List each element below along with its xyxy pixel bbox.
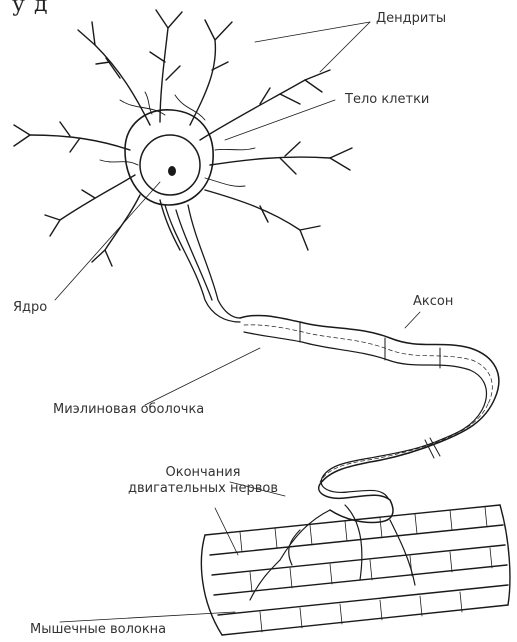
label-myelin-sheath: Миэлиновая оболочка <box>53 402 204 418</box>
label-motor-endings: Окончания двигательных нервов <box>118 465 288 497</box>
axon-hillock <box>165 205 240 322</box>
label-axon: Аксон <box>413 294 453 310</box>
label-cell-body: Тело клетки <box>345 92 429 108</box>
label-motor-endings-line2: двигательных нервов <box>118 481 288 497</box>
nucleolus <box>168 166 176 176</box>
dendrite-fine-texture <box>100 92 255 186</box>
motor-nerve-endings <box>250 505 415 600</box>
label-motor-endings-line1: Окончания <box>118 465 288 481</box>
label-nucleus: Ядро <box>13 300 47 316</box>
label-dendrites: Дендриты <box>376 11 446 27</box>
muscle-striations <box>240 507 492 632</box>
label-muscle-fibers: Мышечные волокна <box>30 622 166 638</box>
myelin-segments <box>300 322 440 458</box>
cell-body-outline <box>125 110 213 205</box>
nucleus-outline <box>140 135 200 195</box>
muscle-fibers <box>201 505 510 635</box>
